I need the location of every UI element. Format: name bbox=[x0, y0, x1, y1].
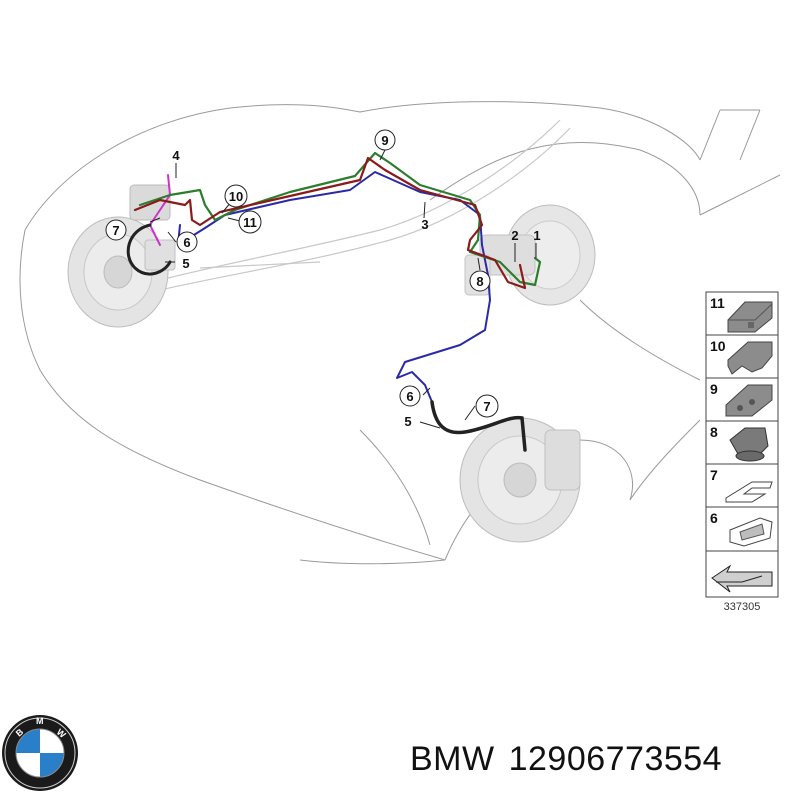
legend-item-10: 10 bbox=[710, 338, 773, 375]
legend-item-8: 8 bbox=[710, 424, 769, 462]
svg-text:11: 11 bbox=[710, 295, 725, 311]
callout-6-rear: 6 bbox=[399, 385, 421, 407]
callout-7-front: 7 bbox=[105, 219, 127, 241]
callout-5-rear: 5 bbox=[404, 414, 411, 429]
callout-11: 11 bbox=[238, 210, 262, 234]
svg-text:11: 11 bbox=[243, 215, 257, 230]
red-brake-line bbox=[133, 156, 527, 290]
callout-2: 2 bbox=[511, 228, 518, 243]
svg-text:7: 7 bbox=[483, 399, 490, 414]
callout-1: 1 bbox=[533, 228, 540, 243]
svg-text:B: B bbox=[14, 726, 26, 738]
legend-item-9: 9 bbox=[710, 381, 773, 417]
legend-item-6: 6 bbox=[710, 510, 773, 547]
green-brake-line bbox=[138, 151, 542, 287]
bmw-logo: B M W bbox=[2, 715, 78, 791]
brake-lines bbox=[133, 151, 542, 403]
svg-text:6: 6 bbox=[183, 235, 190, 250]
svg-text:M: M bbox=[36, 716, 44, 726]
callout-8: 8 bbox=[469, 270, 491, 292]
legend-item-11: 11 bbox=[710, 295, 773, 333]
callout-5-front: 5 bbox=[182, 256, 189, 271]
rear-brake-disc bbox=[459, 417, 581, 543]
parts-legend: 11 10 9 8 7 6 bbox=[705, 291, 779, 598]
callout-3: 3 bbox=[421, 217, 428, 232]
svg-text:7: 7 bbox=[112, 223, 119, 238]
callout-9: 9 bbox=[374, 129, 396, 151]
svg-text:7: 7 bbox=[710, 467, 718, 483]
part-caption: BMW 12906773554 bbox=[410, 740, 790, 790]
front-hose bbox=[126, 223, 172, 276]
callout-7-rear: 7 bbox=[475, 394, 499, 418]
svg-text:6: 6 bbox=[710, 510, 718, 526]
brand-name: BMW bbox=[410, 740, 495, 778]
chassis-ghost-lines bbox=[159, 119, 571, 291]
legend-arrow-item bbox=[711, 564, 773, 593]
svg-text:9: 9 bbox=[381, 133, 388, 148]
magenta-brake-line bbox=[149, 174, 171, 246]
diagram-reference-number: 337305 bbox=[724, 601, 761, 613]
blue-brake-line bbox=[177, 171, 491, 403]
part-number: 12906773554 bbox=[508, 740, 723, 778]
svg-text:10: 10 bbox=[229, 189, 243, 204]
svg-text:8: 8 bbox=[710, 424, 718, 440]
brake-booster bbox=[464, 204, 596, 306]
svg-text:9: 9 bbox=[710, 381, 718, 397]
callout-4: 4 bbox=[172, 148, 180, 163]
brake-hoses bbox=[126, 223, 527, 452]
svg-text:10: 10 bbox=[710, 338, 726, 354]
car-body-outline bbox=[19, 101, 781, 565]
callout-10: 10 bbox=[224, 184, 248, 208]
svg-text:8: 8 bbox=[476, 274, 483, 289]
callout-6-front: 6 bbox=[176, 231, 198, 253]
front-left-brake-disc bbox=[67, 184, 176, 328]
svg-text:6: 6 bbox=[406, 389, 413, 404]
rear-hose bbox=[430, 400, 527, 452]
legend-item-7: 7 bbox=[710, 467, 773, 503]
